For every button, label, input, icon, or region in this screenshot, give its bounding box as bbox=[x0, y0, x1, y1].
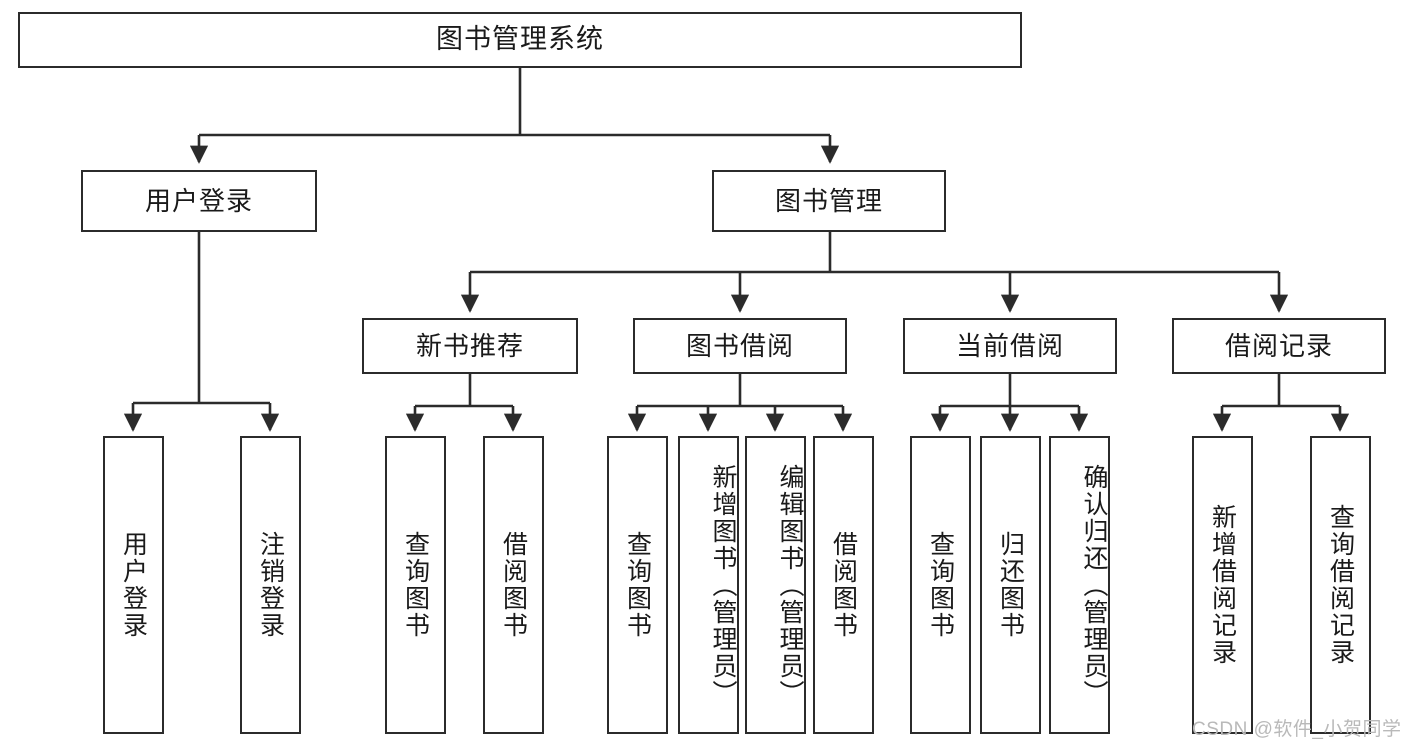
node-book-management[interactable]: 图书管理 bbox=[712, 170, 946, 232]
leaf-logout-login[interactable]: 注销登录 bbox=[240, 436, 301, 734]
watermark-csdn: CSDN @软件_小贺同学 bbox=[1192, 719, 1402, 740]
leaf-confirm-return-admin[interactable]: 确认归还（管理员） bbox=[1049, 436, 1110, 734]
leaf-query-book-current[interactable]: 查询图书 bbox=[910, 436, 971, 734]
leaf-borrow-book-borrow[interactable]: 借阅图书 bbox=[813, 436, 874, 734]
leaf-query-book-recommend[interactable]: 查询图书 bbox=[385, 436, 446, 734]
node-new-book-recommend[interactable]: 新书推荐 bbox=[362, 318, 578, 374]
leaf-borrow-book-recommend[interactable]: 借阅图书 bbox=[483, 436, 544, 734]
node-user-login[interactable]: 用户登录 bbox=[81, 170, 317, 232]
leaf-user-login[interactable]: 用户登录 bbox=[103, 436, 164, 734]
node-borrow-record[interactable]: 借阅记录 bbox=[1172, 318, 1386, 374]
leaf-add-borrow-record[interactable]: 新增借阅记录 bbox=[1192, 436, 1253, 734]
node-root-system[interactable]: 图书管理系统 bbox=[18, 12, 1022, 68]
leaf-return-book[interactable]: 归还图书 bbox=[980, 436, 1041, 734]
leaf-add-book-admin[interactable]: 新增图书（管理员） bbox=[678, 436, 739, 734]
node-book-borrow[interactable]: 图书借阅 bbox=[633, 318, 847, 374]
leaf-query-borrow-record[interactable]: 查询借阅记录 bbox=[1310, 436, 1371, 734]
node-current-borrow[interactable]: 当前借阅 bbox=[903, 318, 1117, 374]
leaf-edit-book-admin[interactable]: 编辑图书（管理员） bbox=[745, 436, 806, 734]
leaf-query-book-borrow[interactable]: 查询图书 bbox=[607, 436, 668, 734]
